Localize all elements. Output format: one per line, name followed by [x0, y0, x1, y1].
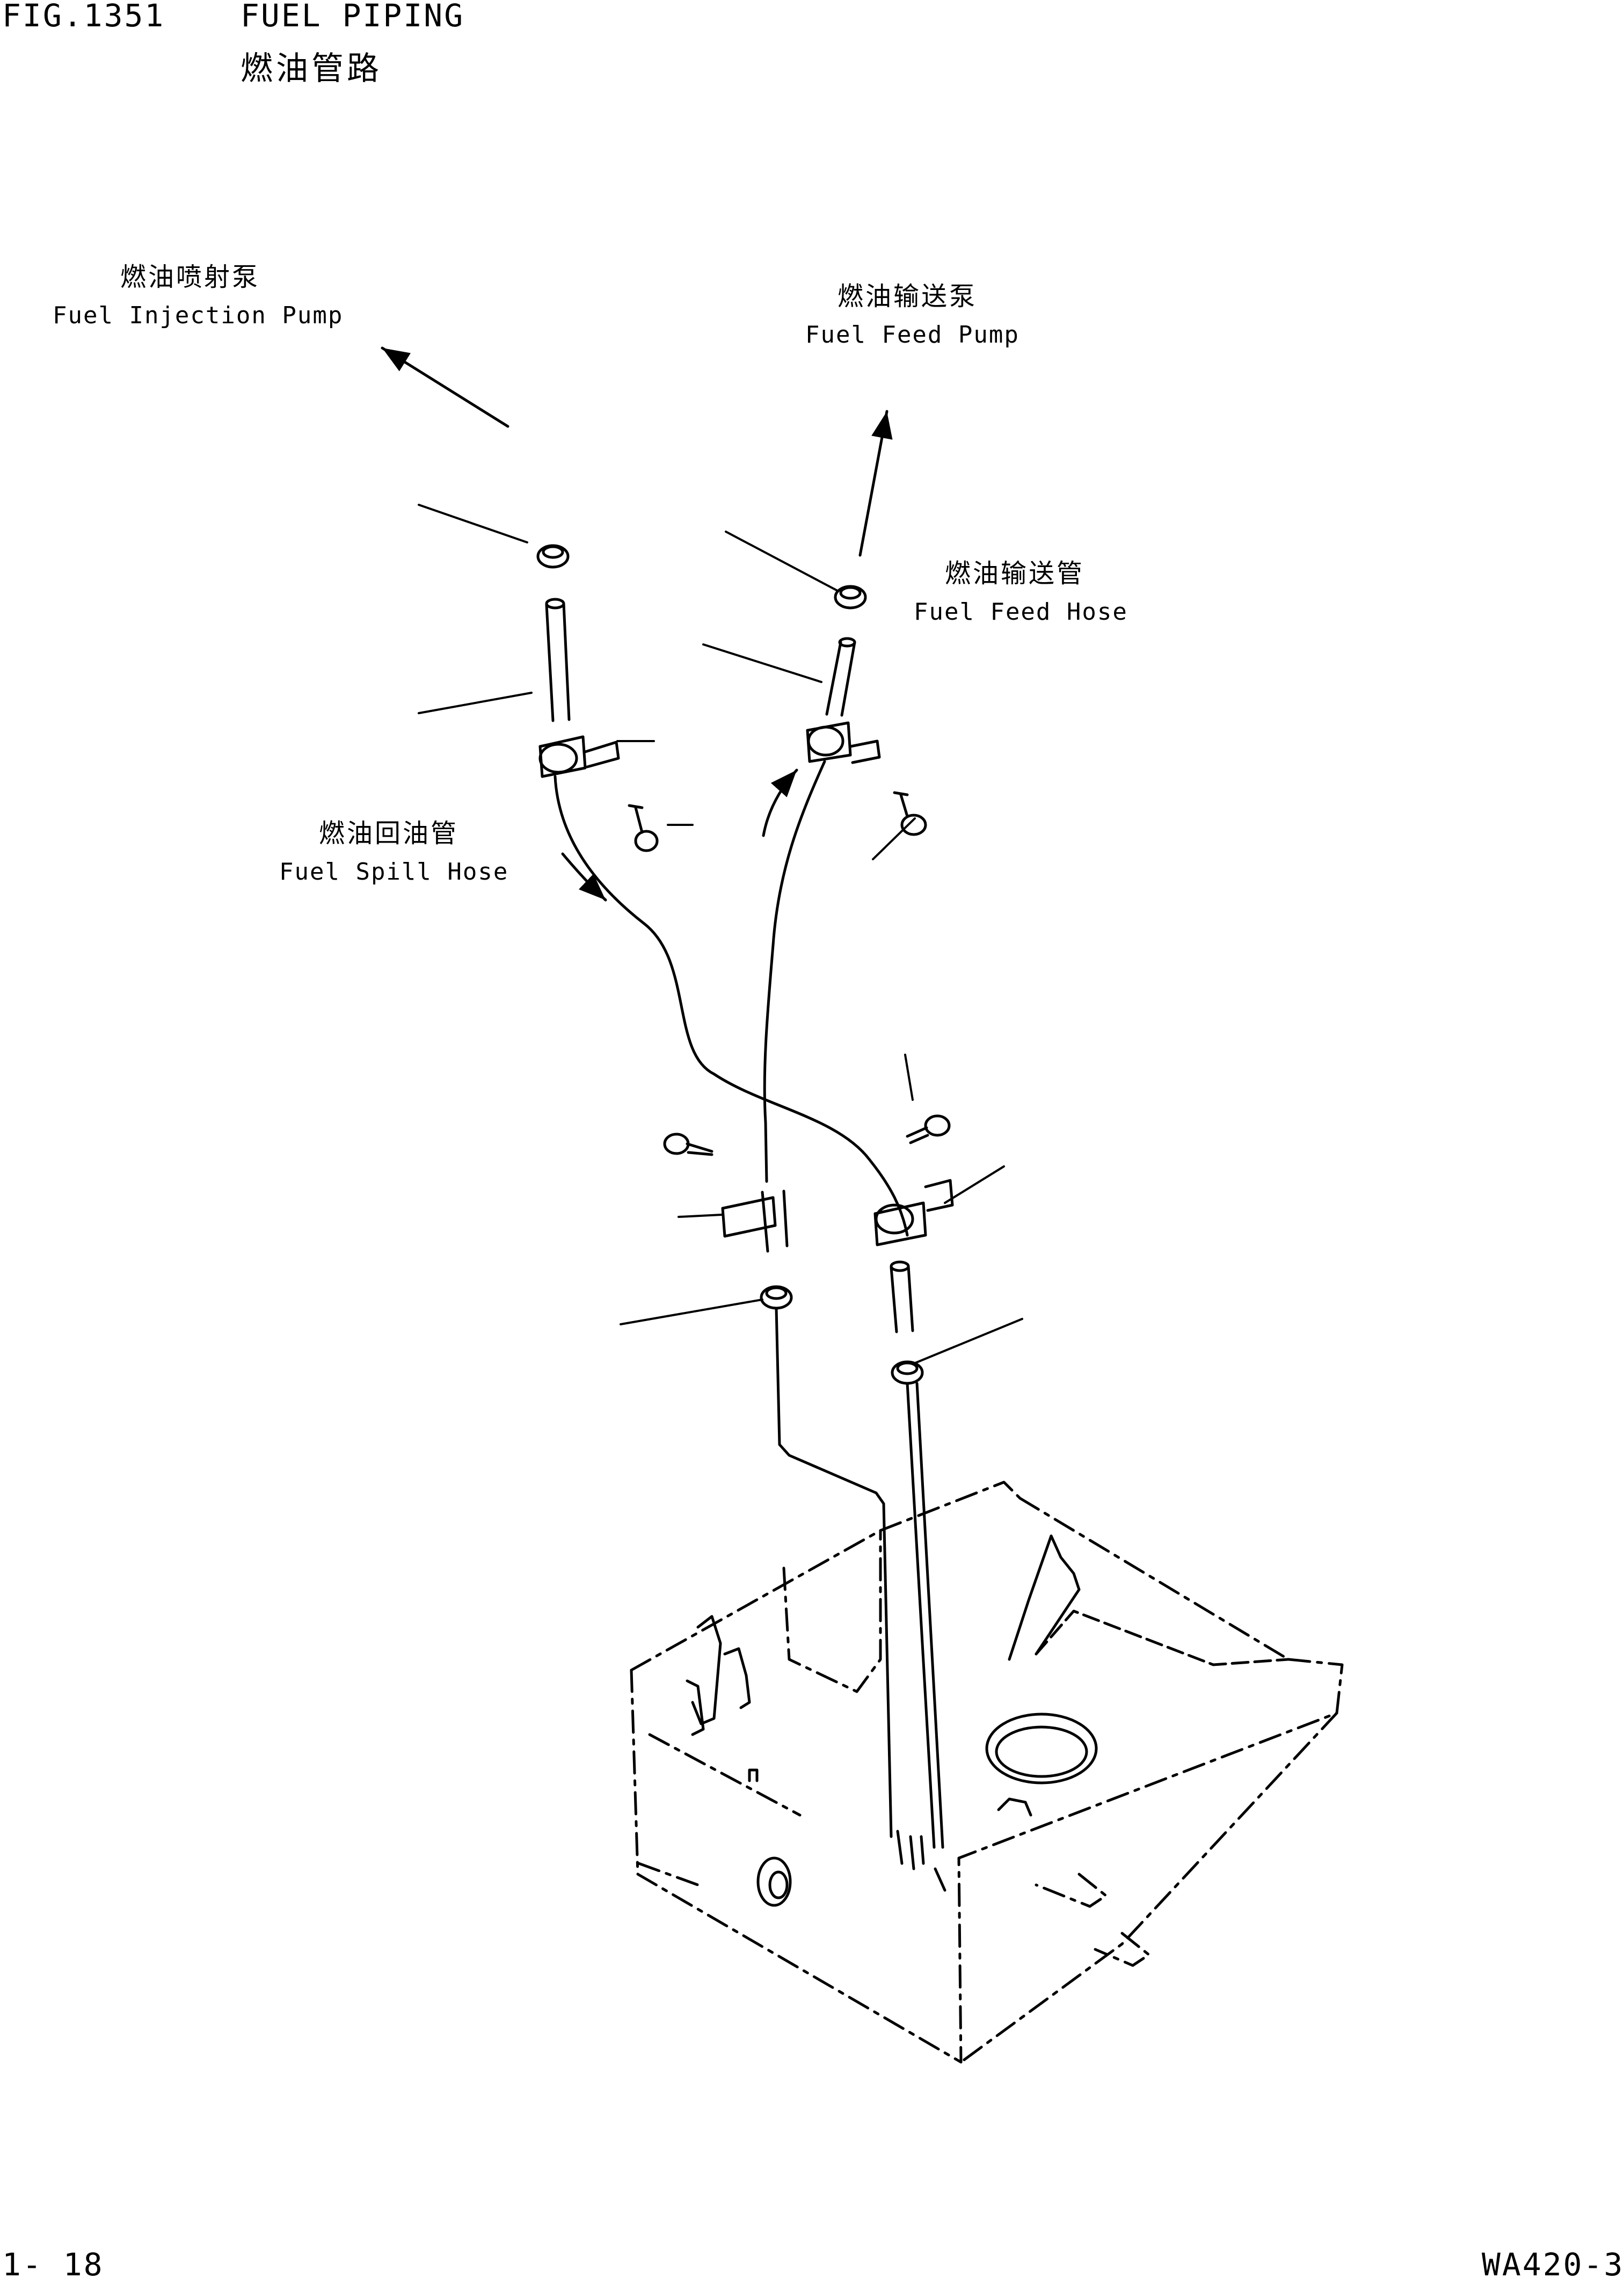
fuel-tank — [630, 1481, 1344, 2064]
fuel-spill-hose — [554, 775, 909, 1237]
arrow-to-injection-pump — [381, 346, 509, 428]
leader-lines — [418, 504, 1023, 1365]
hose-clamp-upper-left — [536, 544, 570, 569]
feed-line-from-tank — [906, 1382, 944, 1849]
label-spill-hose-en: Fuel Spill Hose — [279, 858, 509, 886]
figure-number: FIG.1351 — [2, 0, 165, 34]
label-feed-hose-cn: 燃油输送管 — [945, 558, 1085, 589]
bolt-mid-right — [906, 1114, 951, 1144]
bolt-upper-right — [893, 791, 927, 836]
tube-upper-right — [825, 637, 856, 717]
label-injection-pump-en: Fuel Injection Pump — [53, 302, 344, 329]
feed-flow-arrow — [762, 768, 798, 837]
hose-clamp-lower-left — [760, 1285, 793, 1310]
arrow-to-feed-pump — [858, 410, 893, 557]
label-feed-pump-en: Fuel Feed Pump — [805, 321, 1019, 349]
spill-flow-arrow — [561, 852, 607, 902]
hose-clamp-lower-right — [891, 1360, 924, 1385]
figure-title-en: FUEL PIPING — [241, 0, 465, 34]
page-number: 1- 18 — [2, 2246, 104, 2283]
model-number: WA420-3 — [1482, 2246, 1624, 2283]
clip-upper-right — [806, 721, 881, 764]
clip-mid-left — [721, 1189, 789, 1253]
tube-upper-left — [545, 598, 571, 722]
bolt-upper-left — [628, 804, 659, 852]
hose-clamp-upper-right — [834, 585, 867, 610]
label-feed-hose-en: Fuel Feed Hose — [914, 598, 1128, 626]
label-injection-pump-cn: 燃油喷射泵 — [120, 262, 260, 292]
clip-mid-right — [873, 1179, 954, 1246]
clip-upper-left — [538, 735, 620, 778]
label-feed-pump-cn: 燃油输送泵 — [838, 281, 978, 311]
bolt-mid-left — [663, 1133, 713, 1156]
return-line-to-tank — [775, 1307, 893, 1838]
label-spill-hose-cn: 燃油回油管 — [319, 818, 459, 848]
tube-lower-right — [890, 1260, 914, 1333]
fuel-feed-hose — [763, 760, 826, 1183]
figure-title-cn: 燃油管路 — [241, 50, 382, 88]
